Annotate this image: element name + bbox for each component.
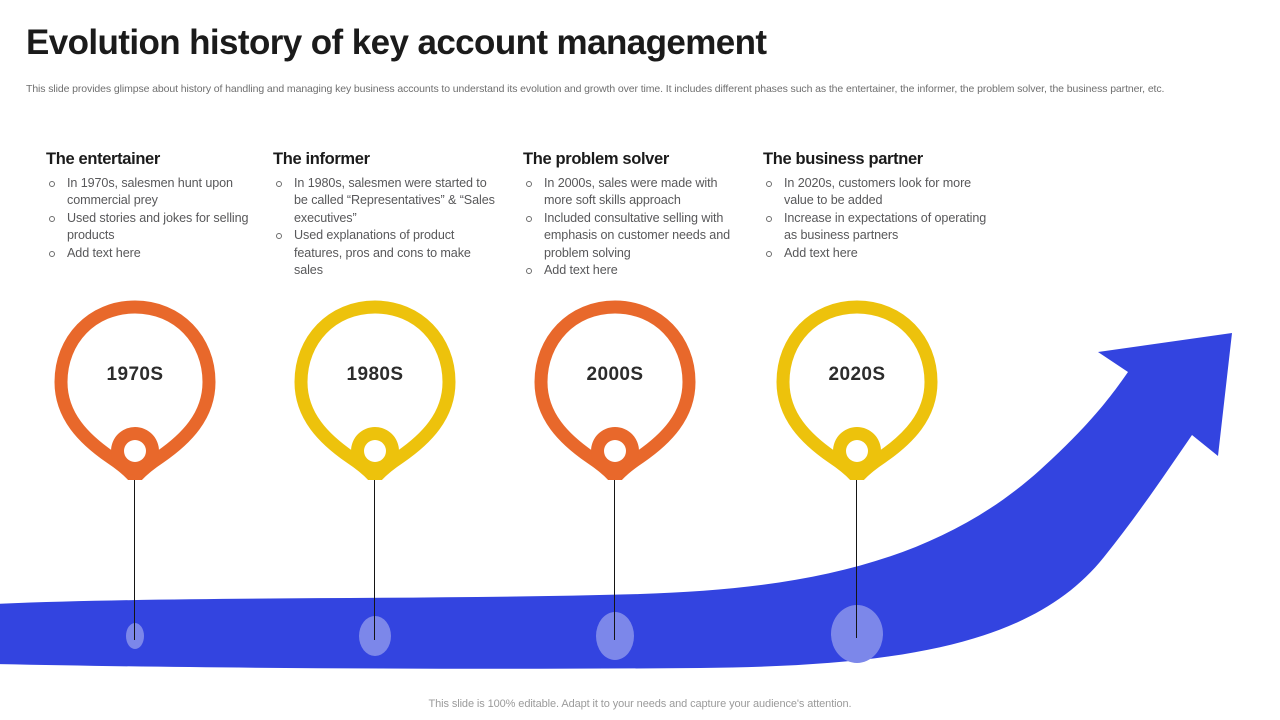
bullet-marker-icon [526,268,532,275]
slide-description: This slide provides glimpse about histor… [26,83,1165,95]
connector-line-1 [134,458,135,640]
pin-year-label-1: 1970S [106,364,164,385]
bullet-marker-icon [49,215,55,222]
pin-shape-icon [534,300,696,480]
timeline-pin-2020s[interactable]: 2020S [772,300,942,480]
pin-shape-icon [776,300,938,480]
phase-title-3: The problem solver [523,150,669,168]
pin-shape-icon [54,300,216,480]
phase-bullets-4: In 2020s, customers look for more value … [763,175,993,263]
pin-year-label-2: 1980S [346,364,404,385]
pin-year-label-4: 2020S [828,364,886,385]
phase-title-1: The entertainer [46,150,160,168]
list-item: Used explanations of product features, p… [273,227,495,280]
timeline-marker-1 [126,623,144,649]
pin-year-label-3: 2000S [586,364,644,385]
pin-shape-icon [294,300,456,480]
bullet-text: In 2000s, sales were made with more soft… [544,175,718,208]
bullet-marker-icon [276,180,282,187]
pin-knob-hole [846,440,868,462]
bullet-text: Used stories and jokes for selling produ… [67,210,249,243]
bullet-marker-icon [766,180,772,187]
bullet-marker-icon [49,250,55,257]
page-title: Evolution history of key account managem… [26,23,767,62]
timeline-marker-2 [359,616,391,656]
pin-outline [54,300,216,480]
timeline-marker-4 [831,605,883,663]
bullet-marker-icon [526,180,532,187]
phase-column-4: The business partner In 2020s, customers… [763,150,993,262]
bullet-text: In 2020s, customers look for more value … [784,175,972,208]
bullet-text: Increase in expectations of operating as… [784,210,987,243]
phase-title-4: The business partner [763,150,923,168]
phase-bullets-2: In 1980s, salesmen were started to be ca… [273,175,495,280]
timeline-marker-3 [596,612,634,660]
bullet-marker-icon [49,180,55,187]
bullet-text: In 1980s, salesmen were started to be ca… [294,175,495,225]
connector-line-3 [614,458,615,640]
list-item: Add text here [523,262,745,280]
bullet-marker-icon [526,215,532,222]
list-item: In 1980s, salesmen were started to be ca… [273,175,495,228]
bullet-text: Included consultative selling with empha… [544,210,731,260]
bullet-text: Used explanations of product features, p… [294,228,471,278]
connector-line-4 [856,458,857,638]
timeline-pin-1970s[interactable]: 1970S [50,300,220,480]
bullet-marker-icon [766,250,772,257]
list-item: In 2020s, customers look for more value … [763,175,993,210]
bullet-text: Add text here [784,245,858,260]
phase-column-3: The problem solver In 2000s, sales were … [523,150,745,280]
timeline-pin-2000s[interactable]: 2000S [530,300,700,480]
list-item: Included consultative selling with empha… [523,210,745,263]
pin-outline [776,300,938,480]
phase-column-1: The entertainer In 1970s, salesmen hunt … [46,150,261,262]
bullet-text: Add text here [544,263,618,278]
phase-bullets-1: In 1970s, salesmen hunt upon commercial … [46,175,261,263]
bullet-text: In 1970s, salesmen hunt upon commercial … [67,175,233,208]
footer-note: This slide is 100% editable. Adapt it to… [428,698,852,710]
bullet-text: Add text here [67,245,141,260]
list-item: Add text here [763,245,993,263]
pin-knob-hole [604,440,626,462]
list-item: Used stories and jokes for selling produ… [46,210,261,245]
pin-outline [294,300,456,480]
pin-knob-hole [364,440,386,462]
phase-bullets-3: In 2000s, sales were made with more soft… [523,175,745,280]
phase-title-2: The informer [273,150,370,168]
list-item: Increase in expectations of operating as… [763,210,993,245]
list-item: In 2000s, sales were made with more soft… [523,175,745,210]
bullet-marker-icon [766,215,772,222]
pin-knob-hole [124,440,146,462]
list-item: Add text here [46,245,261,263]
connector-line-2 [374,458,375,640]
pin-outline [534,300,696,480]
phase-column-2: The informer In 1980s, salesmen were sta… [273,150,495,280]
timeline-pin-1980s[interactable]: 1980S [290,300,460,480]
bullet-marker-icon [276,233,282,240]
list-item: In 1970s, salesmen hunt upon commercial … [46,175,261,210]
